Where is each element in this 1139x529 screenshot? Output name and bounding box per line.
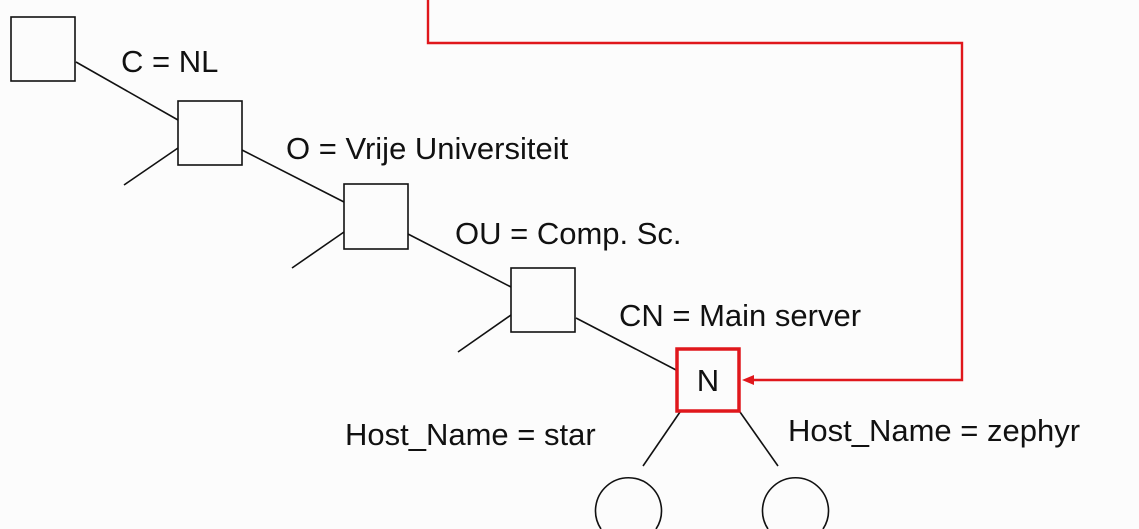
edge-cn-stub [457, 314, 512, 353]
node-n-label: N [697, 363, 719, 398]
node-root[interactable] [10, 16, 76, 82]
reference-line [426, 0, 964, 382]
label-host-zephyr: Host_Name = zephyr [788, 413, 1080, 448]
attribute-labels: C = NL O = Vrije Universiteit OU = Comp.… [121, 44, 1080, 452]
label-common-name: CN = Main server [619, 298, 861, 333]
edge-ou-to-cn [407, 233, 512, 288]
label-country: C = NL [121, 44, 218, 79]
node-n-highlighted[interactable] [675, 347, 741, 413]
label-organization: O = Vrije Universiteit [286, 131, 569, 166]
edge-root-to-o [75, 61, 179, 121]
tree-edges [75, 61, 779, 467]
edge-n-to-zephyr [739, 411, 779, 467]
node-country-nl[interactable] [177, 100, 243, 166]
label-host-star: Host_Name = star [345, 417, 596, 452]
edge-o-stub [123, 147, 179, 186]
label-org-unit: OU = Comp. Sc. [455, 216, 682, 251]
node-org-unit[interactable] [510, 267, 576, 333]
node-organization[interactable] [343, 183, 409, 250]
edge-cn-to-n [575, 317, 679, 372]
reference-arrow [426, 0, 964, 385]
tree-nodes: N [10, 16, 830, 529]
reference-arrowhead [742, 375, 754, 385]
leaf-zephyr-circle[interactable] [761, 476, 830, 529]
edge-ou-stub [291, 231, 345, 269]
leaf-star-circle[interactable] [594, 476, 663, 529]
edge-n-to-star [642, 411, 681, 467]
edge-o-to-ou [241, 149, 345, 203]
